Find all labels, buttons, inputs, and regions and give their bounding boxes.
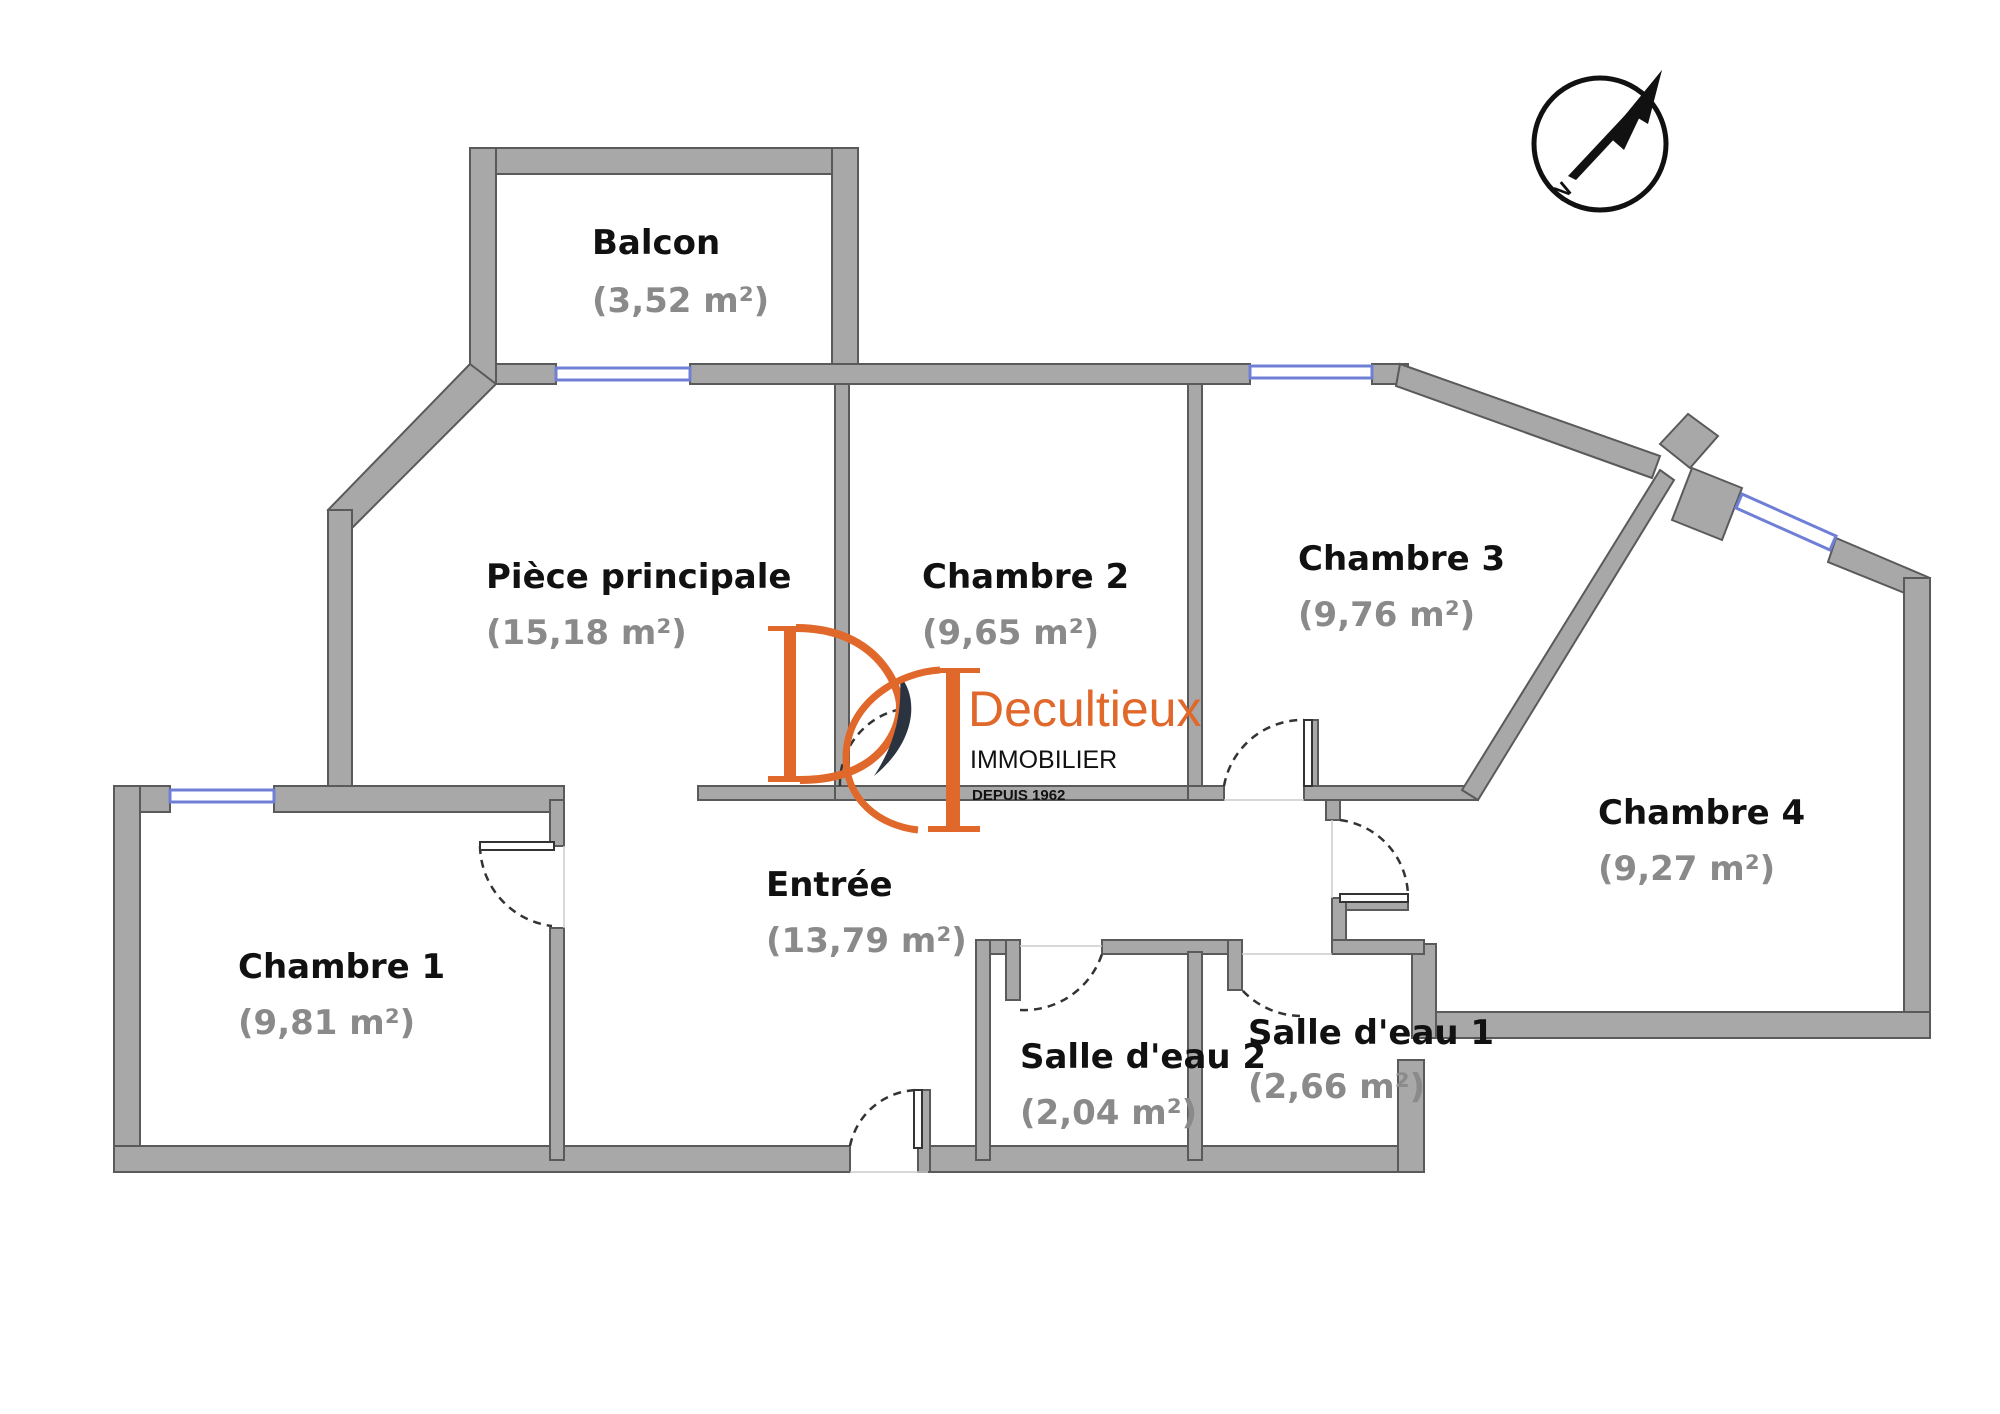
room-name-salle-deau-1: Salle d'eau 1	[1248, 1013, 1494, 1053]
wall	[1670, 466, 1744, 542]
wall	[1101, 939, 1243, 955]
wall	[1325, 799, 1341, 821]
door-swing	[478, 845, 553, 928]
logo-name: Decultieux	[968, 681, 1201, 737]
compass-ring	[1531, 75, 1669, 213]
room-name-chambre-1: Chambre 1	[238, 947, 445, 987]
room-name-chambre-3: Chambre 3	[1298, 539, 1505, 579]
door-swing	[848, 1088, 919, 1147]
door-leaf	[1303, 719, 1313, 787]
room-area-salle-deau-2: (2,04 m²)	[1020, 1093, 1197, 1133]
room-name-chambre-4: Chambre 4	[1598, 793, 1805, 833]
wall	[1303, 785, 1479, 801]
door-leaf	[479, 841, 555, 851]
wall	[1460, 468, 1676, 802]
wall	[273, 785, 565, 813]
wall	[1331, 939, 1425, 955]
wall	[1411, 943, 1437, 1039]
wall	[697, 785, 849, 801]
walls	[113, 147, 1932, 1173]
room-area-entree: (13,79 m²)	[766, 921, 967, 961]
room-area-chambre-4: (9,27 m²)	[1598, 849, 1775, 889]
wall	[113, 785, 141, 1173]
wall	[1331, 897, 1347, 945]
room-name-balcon: Balcon	[592, 223, 720, 263]
compass: N	[1531, 70, 1669, 213]
room-area-piece-principale: (15,18 m²)	[486, 613, 687, 653]
wall	[1903, 577, 1931, 1039]
compass-needle-icon	[1568, 70, 1662, 180]
door-leaf	[1339, 893, 1409, 903]
door-swing	[1019, 953, 1104, 1012]
room-area-chambre-2: (9,65 m²)	[922, 613, 1099, 653]
room-area-chambre-3: (9,76 m²)	[1298, 595, 1475, 635]
room-area-salle-deau-1: (2,66 m²)	[1248, 1067, 1425, 1107]
wall	[549, 799, 565, 847]
wall	[1411, 1011, 1931, 1039]
room-name-salle-deau-2: Salle d'eau 2	[1020, 1037, 1266, 1077]
logo-subtitle: IMMOBILIER	[970, 746, 1117, 774]
windows	[168, 364, 1838, 804]
wall	[975, 939, 991, 1161]
room-name-entree: Entrée	[766, 865, 893, 905]
room-area-chambre-1: (9,81 m²)	[238, 1003, 415, 1043]
decultieux-logo: Decultieux IMMOBILIER DEPUIS 1962	[768, 624, 1201, 834]
wall	[469, 147, 497, 385]
window	[1248, 364, 1374, 380]
wall	[1394, 362, 1662, 480]
wall	[1187, 951, 1203, 1161]
room-labels: Balcon (3,52 m²) Pièce principale (15,18…	[238, 223, 1805, 1133]
wall	[327, 509, 353, 797]
room-area-balcon: (3,52 m²)	[592, 281, 769, 321]
door-leaf	[913, 1089, 923, 1149]
logo-monogram	[768, 624, 980, 834]
wall	[1005, 939, 1021, 1001]
wall	[1397, 1059, 1425, 1173]
wall	[689, 363, 1251, 385]
wall	[495, 363, 557, 385]
wall	[469, 147, 859, 175]
door-swing	[1241, 989, 1301, 1018]
wall	[113, 1145, 851, 1173]
door-swing	[1222, 718, 1305, 787]
logo-since: DEPUIS 1962	[972, 787, 1065, 804]
wall	[927, 1145, 1425, 1173]
window	[1734, 492, 1838, 552]
wall	[831, 147, 859, 385]
wall	[1187, 785, 1225, 801]
window	[168, 788, 276, 804]
room-name-piece-principale: Pièce principale	[486, 557, 791, 597]
window	[554, 366, 692, 382]
wall	[1658, 412, 1720, 470]
wall	[1227, 939, 1243, 991]
wall	[549, 927, 565, 1161]
door-thresholds	[563, 799, 1333, 1173]
room-name-chambre-2: Chambre 2	[922, 557, 1129, 597]
wall	[326, 362, 498, 530]
door-swing	[1339, 818, 1410, 897]
door-leaves	[479, 719, 1409, 1149]
